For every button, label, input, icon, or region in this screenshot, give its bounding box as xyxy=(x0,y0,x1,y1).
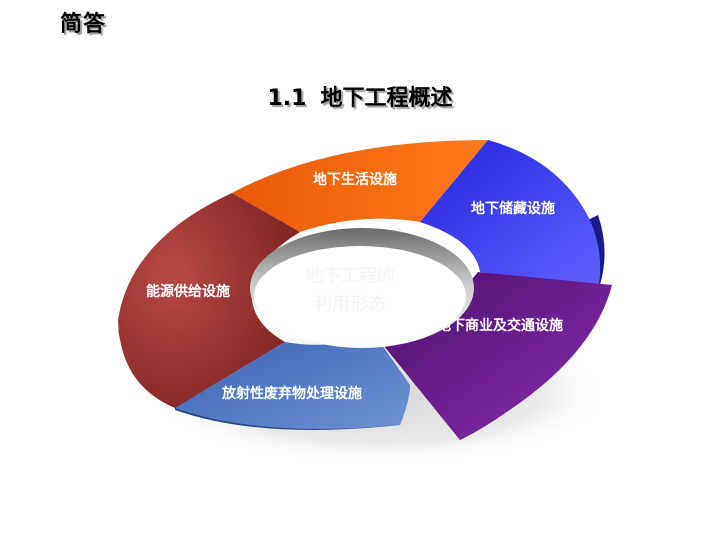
segment-living xyxy=(232,140,488,232)
segment-energy xyxy=(118,193,300,408)
center-label-line1: 地下工程的 xyxy=(305,266,395,287)
slide-title-text: 地下工程概述 xyxy=(320,86,453,111)
label-commerce: 地下商业及交通设施 xyxy=(437,317,563,334)
ring-hole-inner xyxy=(254,246,466,346)
label-radioactive: 放射性废弃物处理设施 xyxy=(221,385,362,402)
segment-radioactive xyxy=(175,335,410,429)
slide-title: 1.1 地下工程概述 xyxy=(0,80,720,112)
center-label-line2: 利用形态 xyxy=(314,294,386,315)
label-energy: 能源供给设施 xyxy=(146,283,230,300)
label-storage: 地下储藏设施 xyxy=(471,200,555,217)
section-title: 简答 xyxy=(60,12,107,37)
label-living: 地下生活设施 xyxy=(313,171,397,188)
segment-storage xyxy=(420,140,601,290)
slide-number: 1.1 xyxy=(267,86,307,111)
